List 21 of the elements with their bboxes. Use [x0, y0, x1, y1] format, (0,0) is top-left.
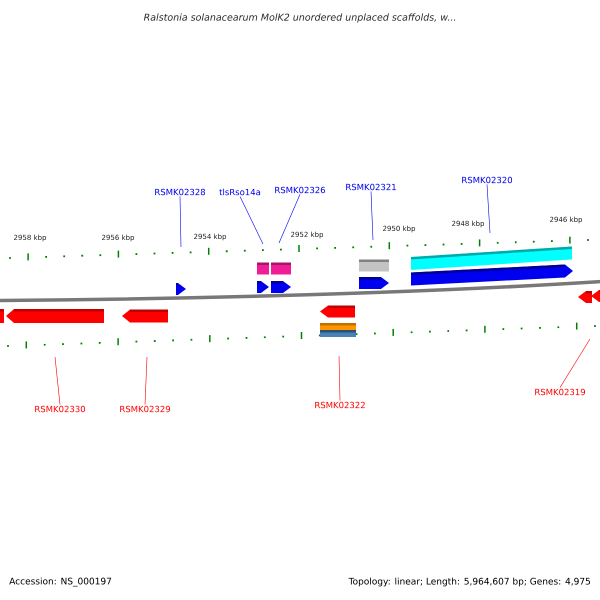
leader-line — [240, 196, 264, 244]
gene-label: RSMK02330 — [35, 406, 86, 412]
gene-label: RSMK02326 — [275, 186, 326, 194]
gene-label: RSMK02319 — [535, 388, 586, 396]
title: Ralstonia solanacearum MolK2 unordered unplaced scaffolds, w... — [144, 13, 456, 23]
footer-text: Accession: NS_000197 — [9, 578, 112, 586]
gene-label: RSMK02328 — [155, 188, 206, 196]
leader-line — [370, 191, 374, 240]
footer-text: Topology: linear; Length: 5,964,607 bp; Genes: 4,975 — [348, 578, 590, 586]
leader-line — [486, 184, 490, 234]
leader-line — [180, 196, 182, 248]
gene-label: RSMK02321 — [346, 184, 396, 190]
leader-line — [144, 356, 148, 405]
leader-line — [560, 338, 590, 388]
gene-label: tlsRso14a — [219, 188, 260, 196]
leader-line — [338, 356, 340, 401]
gene-label: RSMK02322 — [315, 402, 365, 408]
leader-line — [278, 194, 300, 244]
gene-label: RSMK02320 — [462, 176, 512, 184]
leader-line — [54, 356, 60, 405]
gene-label: RSMK02329 — [120, 406, 170, 412]
